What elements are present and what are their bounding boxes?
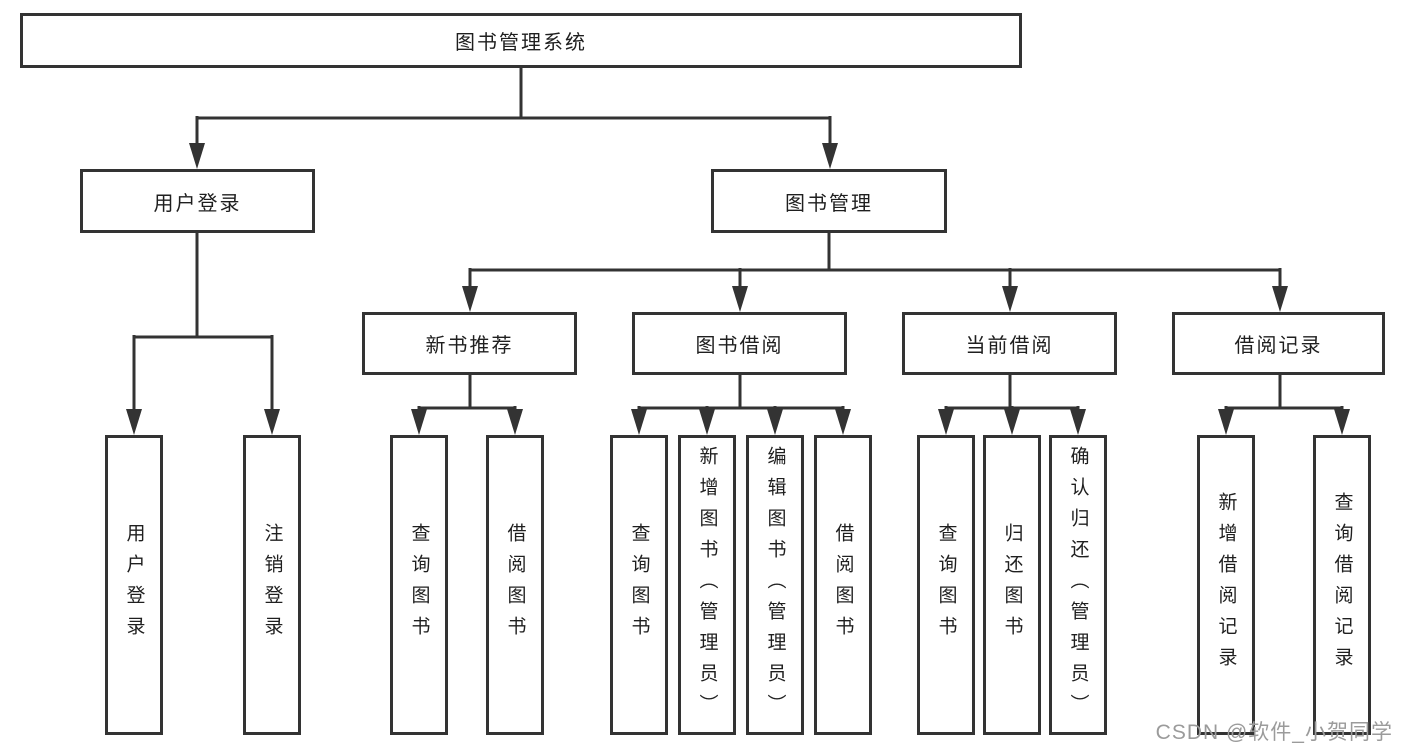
leaf-user-login-label: 用户登录: [123, 523, 145, 647]
node-current-borrowing: 当前借阅: [902, 312, 1117, 375]
leaf-add-book-admin-label: 新增图书（管理员）: [696, 445, 718, 725]
node-book-management: 图书管理: [711, 169, 947, 233]
leaf-edit-book-admin-label: 编辑图书（管理员）: [764, 445, 786, 725]
node-new-book-recommend-label: 新书推荐: [425, 335, 514, 357]
leaf-logout-label: 注销登录: [261, 523, 283, 647]
node-current-borrowing-label: 当前借阅: [965, 335, 1054, 357]
node-user-login: 用户登录: [80, 169, 315, 233]
leaf-query-books-borrowing-label: 查询图书: [628, 523, 650, 647]
leaf-query-books-current: 查询图书: [917, 435, 975, 735]
node-new-book-recommend: 新书推荐: [362, 312, 577, 375]
root-node-library-system: 图书管理系统: [20, 13, 1022, 68]
leaf-return-books-label: 归还图书: [1001, 523, 1023, 647]
node-user-login-label: 用户登录: [153, 192, 242, 215]
leaf-edit-book-admin: 编辑图书（管理员）: [746, 435, 804, 735]
leaf-add-borrow-record: 新增借阅记录: [1197, 435, 1255, 735]
leaf-query-books-current-label: 查询图书: [935, 523, 957, 647]
node-book-borrowing-label: 图书借阅: [695, 335, 784, 357]
csdn-watermark: CSDN @软件_小贺同学: [1155, 721, 1393, 744]
leaf-confirm-return-admin-label: 确认归还（管理员）: [1067, 445, 1089, 725]
node-book-borrowing: 图书借阅: [632, 312, 847, 375]
leaf-confirm-return-admin: 确认归还（管理员）: [1049, 435, 1107, 735]
leaf-logout: 注销登录: [243, 435, 301, 735]
node-book-management-label: 图书管理: [785, 192, 873, 215]
leaf-query-books-recommend-label: 查询图书: [408, 523, 430, 647]
leaf-return-books: 归还图书: [983, 435, 1041, 735]
leaf-add-book-admin: 新增图书（管理员）: [678, 435, 736, 735]
leaf-add-borrow-record-label: 新增借阅记录: [1215, 492, 1237, 678]
node-borrowing-records-label: 借阅记录: [1234, 335, 1323, 357]
leaf-borrow-books: 借阅图书: [814, 435, 872, 735]
leaf-borrow-books-recommend-label: 借阅图书: [504, 523, 526, 647]
leaf-borrow-books-label: 借阅图书: [832, 523, 854, 647]
leaf-query-borrow-record: 查询借阅记录: [1313, 435, 1371, 735]
leaf-query-books-borrowing: 查询图书: [610, 435, 668, 735]
leaf-borrow-books-recommend: 借阅图书: [486, 435, 544, 735]
leaf-user-login: 用户登录: [105, 435, 163, 735]
root-node-label: 图书管理系统: [455, 32, 587, 54]
leaf-query-books-recommend: 查询图书: [390, 435, 448, 735]
node-borrowing-records: 借阅记录: [1172, 312, 1385, 375]
leaf-query-borrow-record-label: 查询借阅记录: [1331, 492, 1353, 678]
